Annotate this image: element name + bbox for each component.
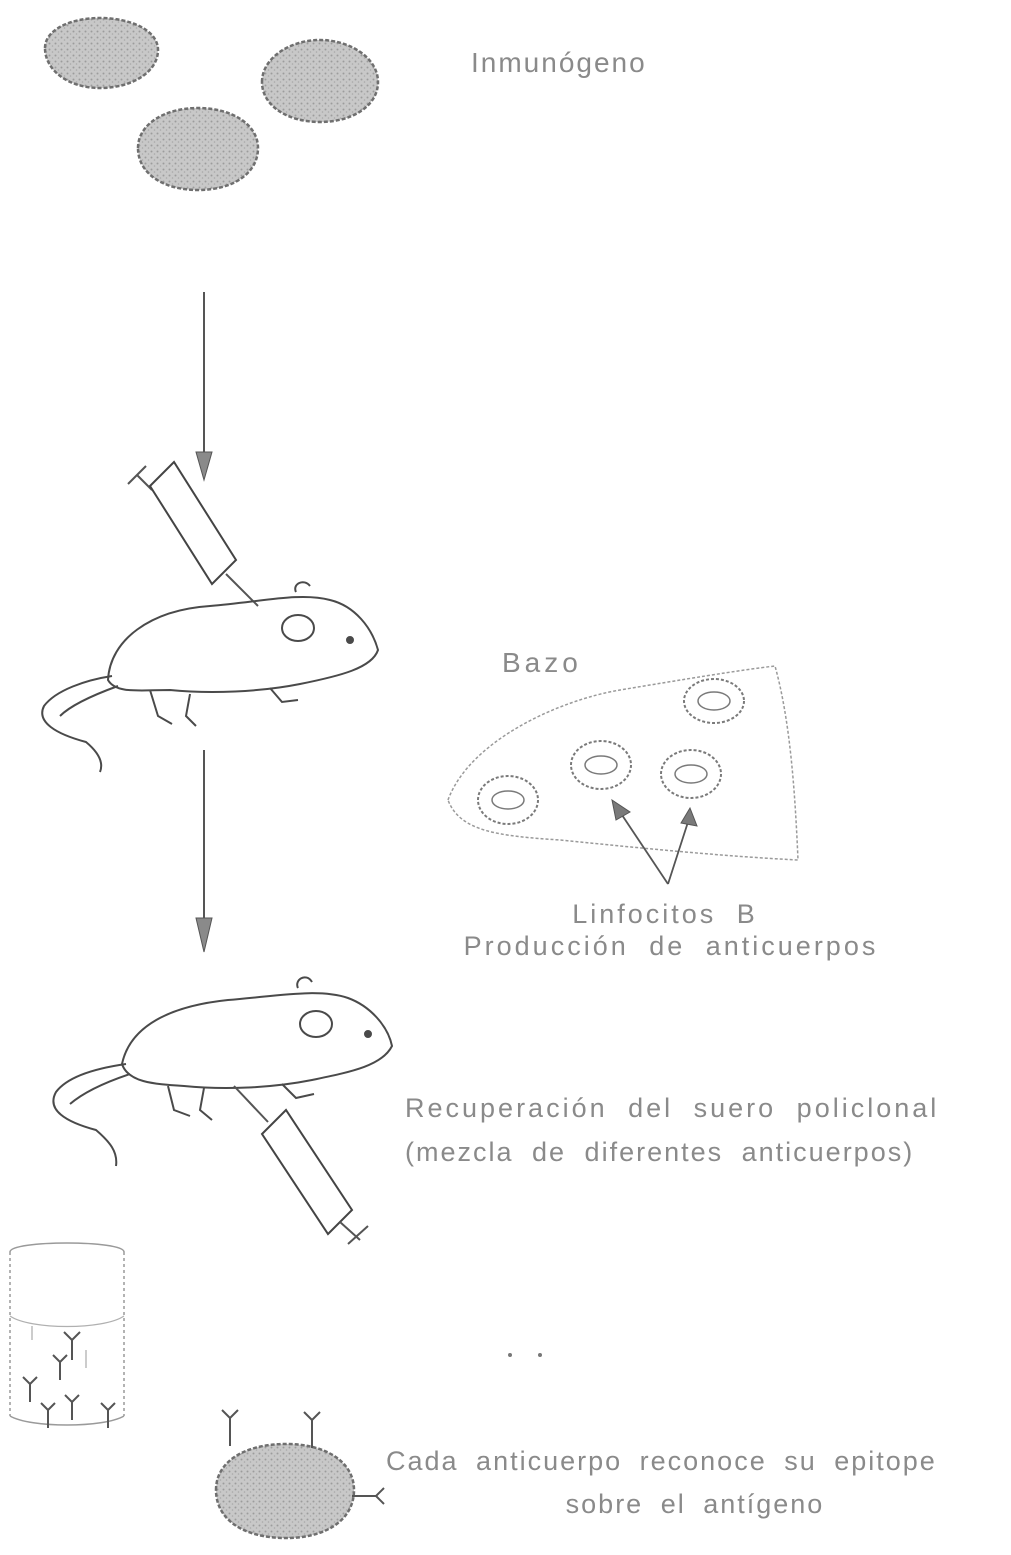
immunogen-blob-2: [262, 40, 378, 122]
label-lymphocytes: Linfocitos B: [520, 900, 810, 928]
label-epitope-line1: Cada anticuerpo reconoce su epitope: [386, 1447, 937, 1475]
syringe-recovery-icon: [234, 1086, 368, 1244]
mouse-icon-1: [42, 582, 378, 772]
lymphocyte-cell-2: [571, 741, 631, 789]
lymphocyte-cell-1: [684, 679, 744, 723]
antibody-icons: [23, 1326, 115, 1428]
label-serum-mixture: (mezcla de diferentes anticuerpos): [405, 1138, 914, 1166]
antigen-with-antibodies-icon: [216, 1410, 384, 1538]
arrow-down-1: [196, 292, 212, 480]
label-epitope-line2: sobre el antígeno: [500, 1490, 890, 1518]
label-antibody-production: Producción de anticuerpos: [436, 932, 906, 960]
lymphocyte-pointer-arrows: [612, 800, 697, 884]
immunogen-blob-3: [138, 108, 258, 190]
label-immunogen: Inmunógeno: [471, 48, 647, 77]
spleen-outline: [448, 666, 798, 860]
label-serum-recovery: Recuperación del suero policlonal: [405, 1094, 939, 1122]
immunogen-blob-1: [45, 18, 158, 88]
label-spleen: Bazo: [502, 648, 582, 677]
lymphocyte-cell-4: [478, 776, 538, 824]
mouse-icon-2: [53, 977, 392, 1166]
lymphocyte-cell-3: [661, 750, 721, 798]
syringe-injection-icon: [128, 462, 258, 606]
arrow-down-2: [196, 750, 212, 952]
separator-dots: [508, 1353, 542, 1357]
